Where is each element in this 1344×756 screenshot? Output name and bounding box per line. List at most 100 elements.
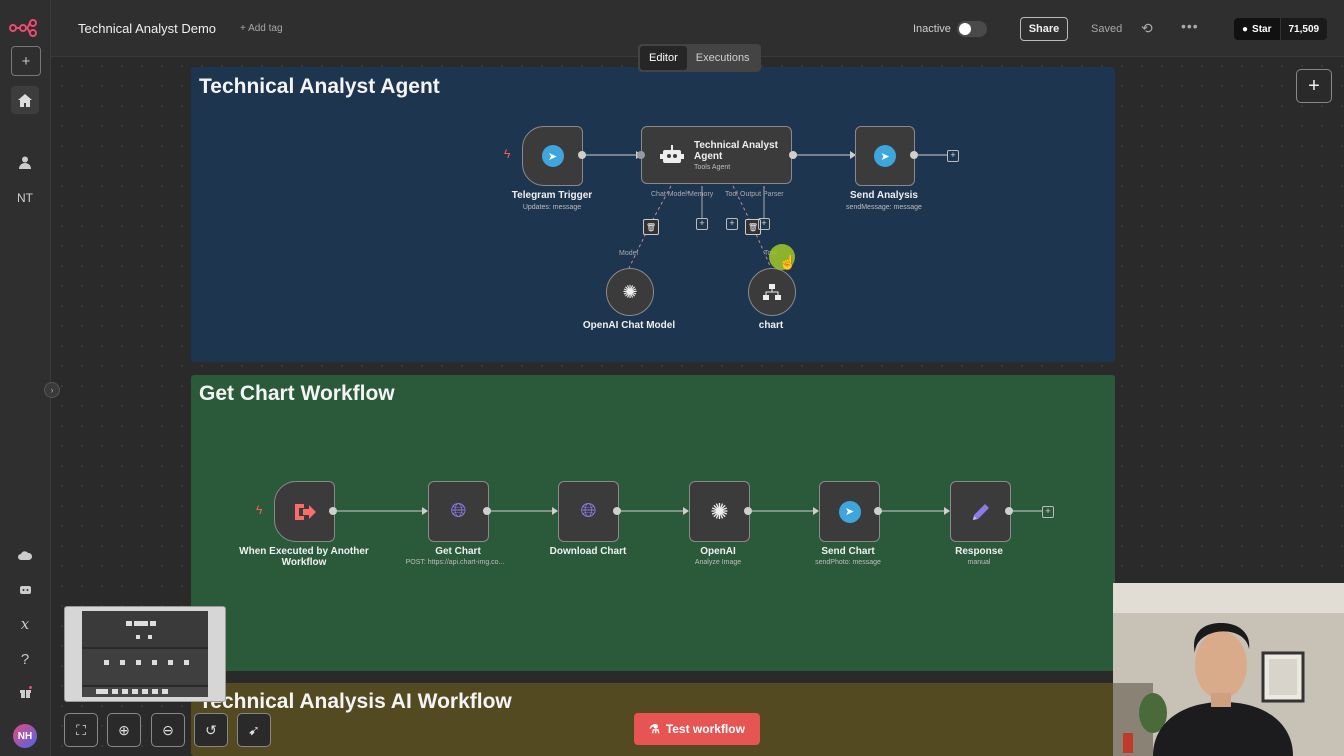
- delete-connection-icon[interactable]: 🗑: [643, 219, 659, 235]
- output-port[interactable]: [910, 151, 918, 159]
- node-openai[interactable]: ✺: [689, 481, 750, 542]
- node-subtitle: POST: https://api.chart-img.co...: [405, 559, 505, 566]
- node-label: Send Analysis: [850, 190, 918, 201]
- node-get-chart[interactable]: 🌐︎: [428, 481, 489, 542]
- add-node-plus-icon[interactable]: +: [1042, 506, 1054, 518]
- port-label-tool: Tool: [725, 191, 738, 198]
- add-memory-plus-icon[interactable]: +: [696, 218, 708, 230]
- output-port[interactable]: [744, 507, 752, 515]
- port-label-memory: Memory: [688, 191, 714, 198]
- trigger-bolt-icon: ϟ: [256, 503, 263, 517]
- templates-button[interactable]: [11, 575, 39, 603]
- add-output-parser-plus-icon[interactable]: +: [758, 218, 770, 230]
- tab-executions[interactable]: Executions: [695, 52, 750, 64]
- workflow-icon: [763, 284, 781, 300]
- output-port[interactable]: [329, 507, 337, 515]
- fit-view-icon: ⛶: [76, 721, 86, 738]
- zoom-out-icon: ⊖: [162, 721, 174, 738]
- minimap[interactable]: [64, 606, 226, 702]
- variables-icon[interactable]: x: [20, 615, 30, 633]
- sticky-note-agent[interactable]: Technical Analyst Agent: [191, 67, 1115, 362]
- port-label-output-parser: Output Parser: [740, 191, 784, 198]
- add-tool-plus-icon[interactable]: +: [726, 218, 738, 230]
- output-port[interactable]: [613, 507, 621, 515]
- user-icon: [19, 156, 31, 169]
- node-technical-analyst-agent[interactable]: Technical Analyst Agent Tools Agent: [641, 126, 792, 184]
- add-node-plus-icon[interactable]: +: [947, 150, 959, 162]
- node-subtitle: Tools Agent: [694, 163, 731, 171]
- node-subtitle: Analyze Image: [694, 559, 742, 566]
- node-label: OpenAI Chat Model: [582, 320, 676, 331]
- node-label: Download Chart: [549, 546, 627, 557]
- section-title-ai: Technical Analysis AI Workflow: [199, 690, 512, 713]
- status-label: Inactive: [913, 23, 951, 35]
- cloud-button[interactable]: [11, 541, 39, 569]
- node-download-chart[interactable]: 🌐︎: [558, 481, 619, 542]
- zoom-in-icon: ⊕: [118, 721, 130, 738]
- output-port[interactable]: [483, 507, 491, 515]
- help-icon[interactable]: ?: [20, 650, 30, 668]
- node-label: Technical Analyst Agent: [694, 139, 778, 162]
- globe-icon: 🌐︎: [450, 500, 467, 522]
- plus-icon: +: [1308, 74, 1320, 97]
- execute-workflow-icon: [294, 503, 316, 520]
- zoom-out-button[interactable]: ⊖: [151, 713, 185, 747]
- share-button[interactable]: Share: [1020, 17, 1068, 41]
- fit-view-button[interactable]: ⛶: [64, 713, 98, 747]
- node-send-chart[interactable]: ➤: [819, 481, 880, 542]
- hand-cursor-icon: ☝: [779, 254, 797, 270]
- left-sidebar: + NT › x ? NH: [0, 0, 60, 756]
- user-avatar[interactable]: NH: [13, 724, 37, 748]
- add-workflow-button[interactable]: +: [11, 46, 41, 76]
- saved-status: Saved: [1091, 23, 1123, 35]
- node-response[interactable]: [950, 481, 1011, 542]
- tab-editor[interactable]: Editor: [640, 46, 687, 70]
- node-execute-workflow-trigger[interactable]: [274, 481, 335, 542]
- output-port[interactable]: [1005, 507, 1013, 515]
- plus-icon: +: [21, 52, 31, 70]
- home-icon: [18, 93, 32, 107]
- more-options-icon[interactable]: •••: [1181, 18, 1199, 34]
- node-label: chart: [758, 320, 784, 331]
- input-port[interactable]: [637, 151, 645, 159]
- output-port[interactable]: [578, 151, 586, 159]
- cloud-icon: [18, 551, 32, 560]
- output-port[interactable]: [874, 507, 882, 515]
- cursor-highlight: [769, 244, 795, 270]
- globe-icon: 🌐︎: [580, 500, 597, 522]
- node-label: OpenAI: [700, 546, 736, 557]
- history-icon[interactable]: ⟲: [1141, 20, 1153, 36]
- personal-button[interactable]: [11, 148, 39, 176]
- project-initials[interactable]: NT: [17, 191, 33, 205]
- minimap-nodes: [96, 621, 189, 694]
- open-nodes-panel-button[interactable]: +: [1296, 69, 1332, 103]
- output-port[interactable]: [789, 151, 797, 159]
- github-star-count: 71,509: [1280, 18, 1328, 40]
- openai-icon: ✺: [622, 281, 638, 302]
- node-telegram-trigger[interactable]: ➤: [522, 126, 583, 186]
- node-subtitle: manual: [967, 559, 991, 566]
- test-workflow-button[interactable]: ⚗ Test workflow: [634, 713, 760, 745]
- github-star-button[interactable]: ●Star 71,509: [1234, 18, 1328, 40]
- add-tag-link[interactable]: + Add tag: [240, 23, 283, 34]
- github-icon: ●: [1242, 23, 1249, 35]
- templates-icon: [19, 585, 31, 594]
- node-openai-chat-model[interactable]: ✺: [606, 268, 654, 316]
- tidy-up-button[interactable]: ➹: [237, 713, 271, 747]
- home-button[interactable]: [11, 86, 39, 114]
- collapse-sidebar-chevron-icon[interactable]: ›: [44, 382, 60, 398]
- gift-button[interactable]: [11, 678, 39, 706]
- reset-zoom-icon: ↺: [205, 721, 217, 738]
- n8n-logo-icon[interactable]: [9, 19, 41, 37]
- node-label: Get Chart: [435, 546, 481, 557]
- active-toggle[interactable]: [957, 21, 987, 37]
- delete-connection-icon[interactable]: 🗑: [745, 219, 761, 235]
- github-star-label: Star: [1252, 23, 1272, 35]
- test-workflow-label: Test workflow: [665, 722, 745, 736]
- workflow-title[interactable]: Technical Analyst Demo: [78, 21, 217, 36]
- zoom-in-button[interactable]: ⊕: [107, 713, 141, 747]
- reset-zoom-button[interactable]: ↺: [194, 713, 228, 747]
- node-chart-tool[interactable]: [748, 268, 796, 316]
- node-send-analysis[interactable]: ➤: [855, 126, 915, 186]
